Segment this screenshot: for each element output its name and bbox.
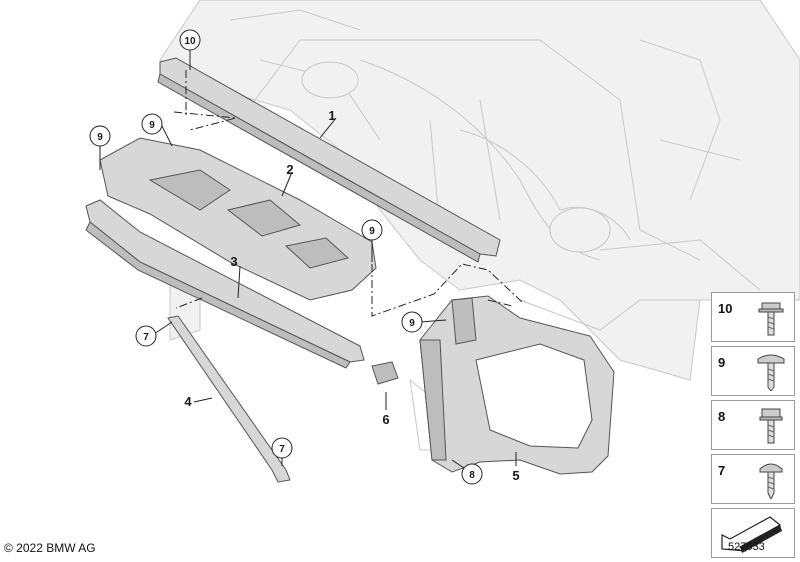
callout-9-upper: 9 (141, 113, 163, 135)
svg-text:7: 7 (143, 332, 149, 343)
label-part-2: 2 (286, 162, 293, 177)
hex-bolt-icon (759, 408, 783, 444)
label-part-4: 4 (184, 394, 192, 409)
svg-text:9: 9 (409, 318, 415, 329)
legend-item-9: 9 (711, 346, 795, 396)
fastener-legend: 10 9 8 7 (711, 292, 795, 558)
part-1-upper-cross-member (157, 57, 501, 263)
legend-arrow-cell (711, 508, 795, 558)
torx-screw-icon (757, 354, 785, 391)
part-3-lower-carrier (85, 199, 365, 369)
pan-screw-icon (759, 463, 783, 499)
callout-8: 8 (461, 463, 483, 485)
svg-text:10: 10 (184, 36, 196, 47)
label-part-3: 3 (230, 254, 237, 269)
legend-number: 8 (718, 409, 726, 424)
svg-text:7: 7 (279, 444, 285, 455)
legend-number: 9 (718, 355, 726, 370)
diagram-number: 527633 (728, 541, 765, 553)
copyright-text: © 2022 BMW AG (4, 541, 96, 555)
assembly-lines (173, 70, 523, 317)
callout-9-left: 9 (89, 125, 111, 147)
svg-text:9: 9 (149, 120, 155, 131)
legend-item-7: 7 (711, 454, 795, 504)
svg-text:8: 8 (469, 470, 475, 481)
callout-9-right: 9 (361, 219, 383, 241)
label-part-1: 1 (328, 108, 335, 123)
svg-text:9: 9 (97, 132, 103, 143)
part-5-front-end-frame (419, 295, 615, 475)
part-4-diagonal-strut (167, 315, 291, 483)
direction-arrow-icon (721, 516, 782, 553)
leader-lines (99, 48, 517, 473)
flange-bolt-icon (758, 302, 784, 336)
label-part-5: 5 (512, 468, 519, 483)
legend-item-10: 10 (711, 292, 795, 342)
part-2-cover-plate (99, 137, 377, 301)
legend-number: 10 (718, 301, 733, 316)
legend-number: 7 (718, 463, 726, 478)
legend-item-8: 8 (711, 400, 795, 450)
callout-9-frame: 9 (401, 311, 423, 333)
part-6-bracket (371, 361, 399, 385)
callout-10: 10 (179, 29, 201, 51)
callout-7-lower: 7 (271, 437, 293, 459)
svg-text:9: 9 (369, 226, 375, 237)
callout-7-upper: 7 (135, 325, 157, 347)
label-part-6: 6 (382, 412, 389, 427)
